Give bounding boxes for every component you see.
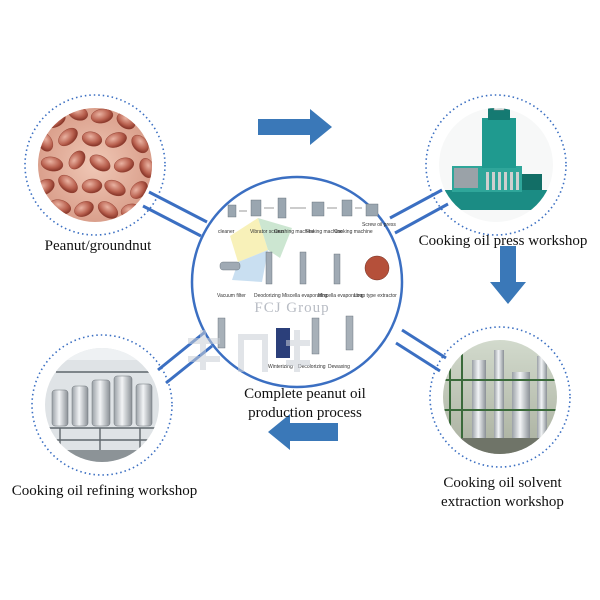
label-peanut: Peanut/groundnut <box>44 238 152 254</box>
dotted-rings <box>24 94 571 476</box>
step-label-flaking: Flaking machine <box>306 229 343 235</box>
step-label-miscella-1: Miscella evaporating <box>282 293 328 299</box>
refining-workshop-photo <box>45 348 159 462</box>
step-label-screw-press: Screw oil press <box>362 222 396 228</box>
step-label-vibrator-screen: Vibrator screen <box>250 229 284 235</box>
label-refining-workshop: Cooking oil refining workshop <box>11 483 198 499</box>
label-solvent-workshop: Cooking oil solvent extraction workshop <box>415 474 590 512</box>
step-label-loop-extractor: Loop type extractor <box>354 293 397 299</box>
peanut-photo <box>38 108 152 222</box>
process-row-1-labels: cleaner Vibrator screen Crushing machine… <box>218 222 396 235</box>
step-label-crushing: Crushing machine <box>274 229 315 235</box>
center-title-line1: Complete peanut oil <box>244 386 366 402</box>
flow-arrows <box>258 109 526 450</box>
arrow-left <box>268 414 338 450</box>
arrow-right <box>258 109 332 145</box>
center-title: Complete peanut oil production process <box>205 385 405 423</box>
process-row-2-labels: Vacuum filter Deodorizing Miscella evapo… <box>217 293 397 299</box>
step-label-vacuum-filter: Vacuum filter <box>217 293 246 299</box>
step-label-miscella-2: Miscella evaporating <box>318 293 364 299</box>
center-title-line2: production process <box>248 405 362 421</box>
oil-press-photo <box>439 108 553 222</box>
watermark-text: FCJ Group <box>254 300 330 316</box>
label-solvent-line2: extraction workshop <box>441 494 564 510</box>
watermark-glyphs <box>188 330 310 372</box>
label-solvent-line1: Cooking oil solvent <box>443 475 562 491</box>
step-label-cleaner: cleaner <box>218 229 235 235</box>
label-press-workshop: Cooking oil press workshop <box>418 233 588 249</box>
connector-lines <box>142 188 449 385</box>
step-label-decolorizing: Decolorizing <box>298 364 326 370</box>
step-label-dewaxing: Dewaxing <box>328 364 350 370</box>
step-label-winterizing: Winterizing <box>268 364 293 370</box>
arrow-down <box>490 246 526 304</box>
step-label-cooking: Cooking machine <box>334 229 373 235</box>
solvent-extraction-photo <box>443 340 557 454</box>
step-label-deodorizing: Deodorizing <box>254 293 281 299</box>
process-row-3-labels: Winterizing Decolorizing Dewaxing <box>268 364 350 370</box>
